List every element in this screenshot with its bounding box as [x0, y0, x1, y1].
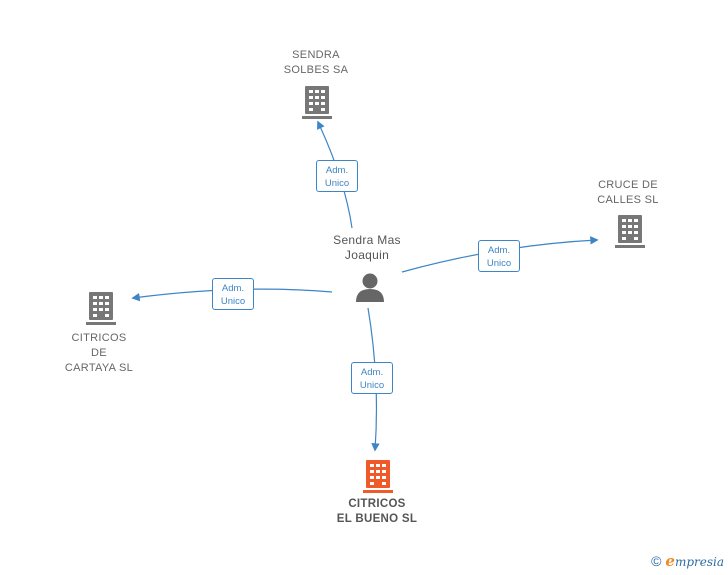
relation-badge: Adm. Unico — [478, 240, 520, 272]
copyright-icon: © — [651, 553, 662, 569]
relation-role-detail: Unico — [220, 296, 246, 307]
brand-logo[interactable]: empresia — [665, 552, 724, 570]
company-name-sendra-solbes[interactable]: SENDRA SOLBES SA — [283, 49, 349, 76]
relation-role: Adm. — [221, 283, 245, 294]
person-icon[interactable] — [356, 273, 384, 303]
relation-badge: Adm. Unico — [351, 362, 393, 394]
building-icon[interactable] — [86, 292, 116, 325]
relation-role-detail: Unico — [359, 380, 385, 391]
building-icon[interactable] — [615, 215, 645, 248]
relation-role-detail: Unico — [486, 258, 512, 269]
person-name[interactable]: Sendra Mas Joaquin — [333, 233, 401, 262]
building-icon[interactable] — [363, 460, 393, 493]
relation-role-detail: Unico — [324, 178, 350, 189]
relation-role: Adm. — [487, 245, 511, 256]
relation-badge: Adm. Unico — [316, 160, 358, 192]
building-icon[interactable] — [302, 86, 332, 119]
relation-badge: Adm. Unico — [212, 278, 254, 310]
relation-role: Adm. — [360, 367, 384, 378]
footer-brand[interactable]: © empresia — [651, 552, 724, 570]
relation-role: Adm. — [325, 165, 349, 176]
company-name-citricos-cartaya[interactable]: CITRICOS DE CARTAYA SL — [64, 332, 134, 374]
company-name-citricos-bueno[interactable]: CITRICOS EL BUENO SL — [336, 498, 418, 525]
company-name-cruce-calles[interactable]: CRUCE DE CALLES SL — [597, 179, 659, 206]
